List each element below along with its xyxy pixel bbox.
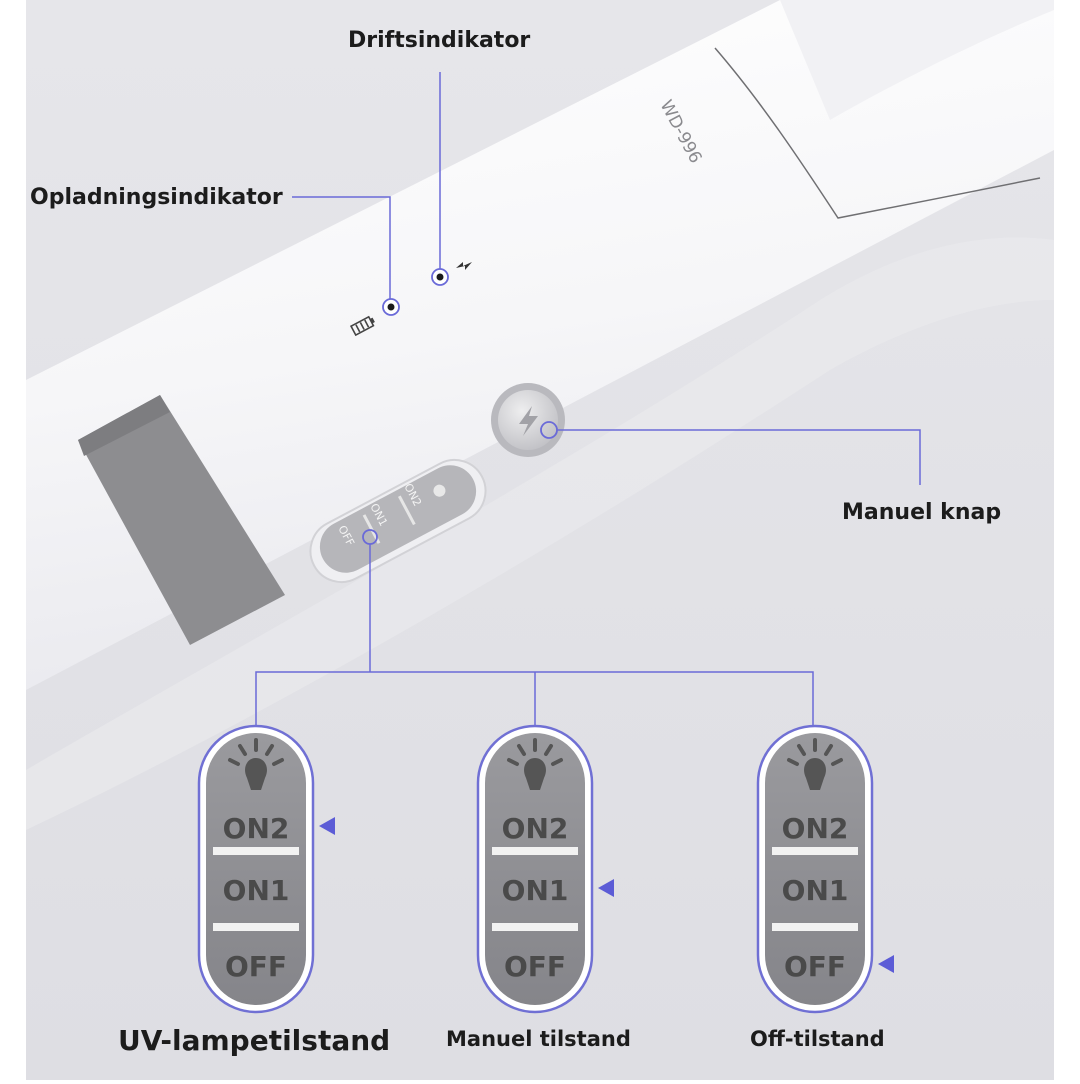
device-cap-seam (714, 47, 1041, 219)
label-opladningsindikator: Opladningsindikator (30, 185, 283, 210)
label-manuel-knap: Manuel knap (842, 500, 1002, 525)
callout-lines (255, 72, 921, 726)
lamp-icon (507, 738, 563, 790)
switch-divider (213, 923, 299, 931)
slider-target (362, 529, 378, 545)
charging-indicator-led (387, 303, 395, 311)
device-tube (26, 0, 1054, 690)
switch-label-on1: ON1 (223, 874, 290, 907)
battery-icon (349, 315, 375, 337)
callout-line-manuel-knap (557, 429, 921, 485)
lightning-icon (456, 262, 472, 270)
device-mode-slider[interactable] (300, 449, 497, 593)
operating-indicator-led (436, 273, 444, 281)
device-grey-band (78, 395, 285, 645)
lamp-icon (787, 738, 843, 790)
manual-button-lightning-icon (519, 406, 538, 436)
switch-label-off: OFF (784, 950, 846, 983)
switch-divider (492, 923, 578, 931)
switch-label-on1: ON1 (502, 874, 569, 907)
selection-marker (878, 955, 894, 973)
switch-body (206, 733, 306, 1005)
label-driftsindikator: Driftsindikator (348, 28, 531, 53)
device-cap (780, 0, 1054, 120)
background-arc (26, 237, 1054, 830)
selection-marker (598, 879, 614, 897)
manual-button-target (540, 421, 558, 439)
switch-body (485, 733, 585, 1005)
switch-label-off: OFF (225, 950, 287, 983)
manual-button[interactable] (491, 383, 565, 457)
switch-label-on2: ON2 (782, 812, 849, 845)
device-body (26, 0, 1054, 690)
switch-label-on2: ON2 (223, 812, 290, 845)
switch-label-on1: ON1 (782, 874, 849, 907)
lamp-icon (228, 738, 284, 790)
callout-line-opladningsindikator (292, 196, 391, 299)
caption-off: Off-tilstand (750, 1027, 885, 1051)
caption-uv-lamp: UV-lampetilstand (118, 1024, 391, 1057)
switch-body (765, 733, 865, 1005)
slider-labels (362, 484, 446, 544)
device-grey-band-shade (78, 395, 170, 456)
switch-divider (772, 847, 858, 855)
switch-divider (213, 847, 299, 855)
switch-label-on2: ON2 (502, 812, 569, 845)
switch-divider (492, 847, 578, 855)
switch-label-off: OFF (504, 950, 566, 983)
selection-marker (319, 817, 335, 835)
switch-divider (772, 923, 858, 931)
caption-manual: Manuel tilstand (446, 1027, 631, 1051)
